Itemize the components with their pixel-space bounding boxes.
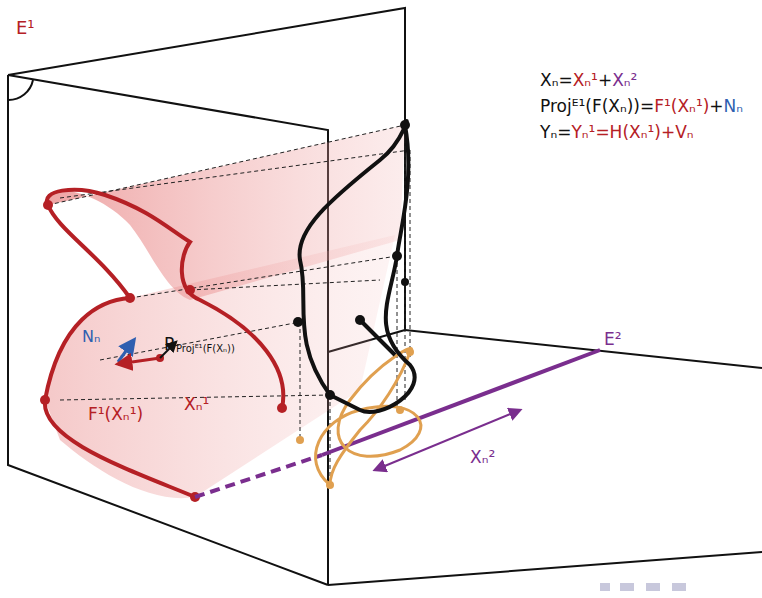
math-label: E¹	[16, 18, 35, 38]
math-label: Xₙ²	[470, 448, 495, 467]
math-label: P	[164, 335, 174, 354]
nav-icons	[600, 583, 686, 591]
black-dots	[293, 120, 410, 400]
frame	[8, 8, 762, 585]
math-label: E²	[604, 330, 622, 349]
equation-row: Projᴱ¹(F(Xₙ))=F¹(Xₙ¹)+Nₙ	[540, 96, 743, 116]
red-dots	[40, 200, 287, 502]
math-label: Projᴱ¹(F(Xₙ))=	[540, 96, 654, 116]
math-label: Nₙ	[82, 328, 100, 346]
math-label: Yₙ¹=H(Xₙ¹)+Vₙ	[571, 122, 693, 142]
equation-row: Xₙ=Xₙ¹+Xₙ²	[540, 70, 637, 90]
math-label: Xₙ¹	[573, 70, 598, 90]
math-label: +	[598, 70, 612, 90]
math-label: Xₙ=	[540, 70, 573, 90]
double-arrow	[375, 410, 520, 470]
math-label: Nₙ	[724, 96, 744, 116]
dashed-axis	[195, 455, 322, 497]
orange-curve	[316, 349, 421, 485]
black-curve	[300, 121, 415, 412]
red-curve	[45, 190, 283, 497]
math-label: Xₙ¹	[184, 395, 209, 414]
black-curve	[360, 320, 395, 355]
math-label: F¹(Xₙ¹)	[654, 96, 709, 116]
math-label: F¹(Xₙ¹)	[88, 405, 143, 424]
f-arrow	[118, 358, 160, 364]
math-label: Xₙ²	[612, 70, 637, 90]
shade	[45, 235, 395, 498]
corner-arc	[8, 80, 33, 100]
noise-arrow	[118, 340, 134, 362]
equation-row: Yₙ=Yₙ¹=H(Xₙ¹)+Vₙ	[540, 122, 694, 142]
axis-e2	[322, 350, 600, 455]
math-label: Projᴱ¹(F(Xₙ))	[176, 343, 235, 354]
math-label: Yₙ=	[540, 122, 571, 142]
math-label: +	[709, 96, 723, 116]
